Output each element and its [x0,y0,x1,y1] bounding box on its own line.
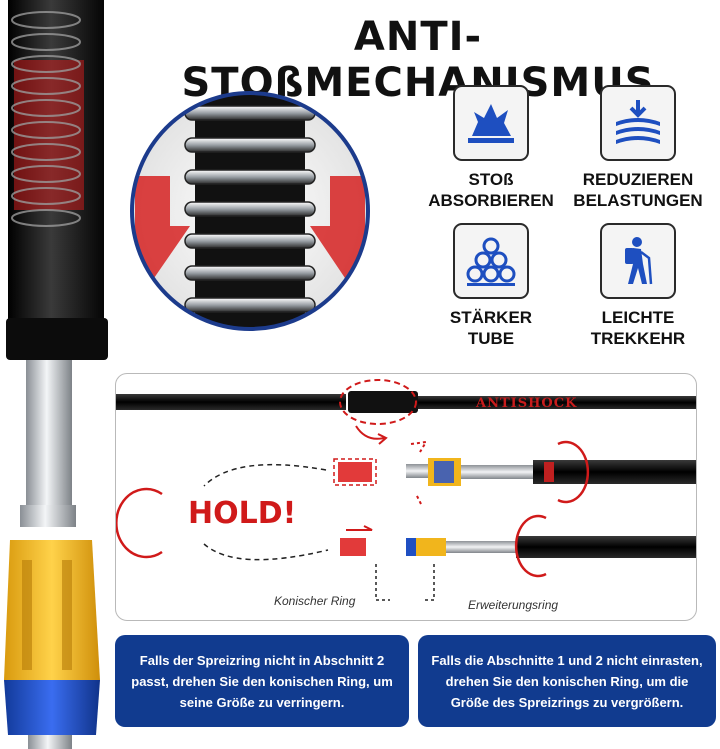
feature-stronger-tube: STÄRKER TUBE [411,223,571,349]
down-arrow-left-icon [132,176,190,281]
feature-label-line2: ABSORBIEREN [428,191,554,210]
feature-label-line2: TUBE [467,329,515,348]
expansion-ring-caption: Erweiterungsring [468,598,559,612]
feature-label-line2: TREKKEHR [590,329,686,348]
spring-magnifier [130,91,370,331]
feature-light-trekking: LEICHTE TREKKEHR [558,223,718,349]
hold-label: HOLD! [188,496,297,531]
stacked-tubes-icon [466,237,516,286]
assembly-diagram: ANTISHOCK HOLD! Konischer Ring Erweiteru… [115,373,697,621]
feature-shock-absorb: STOß ABSORBIEREN [411,85,571,211]
feature-label-line1: REDUZIEREN [582,170,694,189]
cone-ring-caption: Konischer Ring [274,594,356,608]
feature-reduce-load: REDUZIEREN BELASTUNGEN [558,85,718,211]
antishock-brand-label: ANTISHOCK [476,396,578,411]
info-box-enlarge: Falls die Abschnitte 1 und 2 nicht einra… [418,635,716,727]
info-text-reduce: Falls der Spreizring nicht in Abschnitt … [131,652,393,710]
feature-label-line1: STÄRKER [449,308,533,327]
feature-label-line2: BELASTUNGEN [573,191,703,210]
hiker-icon [625,237,653,285]
info-text-enlarge: Falls die Abschnitte 1 und 2 nicht einra… [431,652,703,710]
impact-burst-icon [468,104,514,143]
pressure-reduce-icon [616,100,660,144]
feature-label-line1: LEICHTE [601,308,675,327]
diagram-graphics [116,379,696,601]
info-box-reduce: Falls der Spreizring nicht in Abschnitt … [115,635,409,727]
down-arrow-right-icon [310,176,368,281]
trekking-pole-closeup [4,0,108,749]
feature-label-line1: STOß [468,170,514,189]
